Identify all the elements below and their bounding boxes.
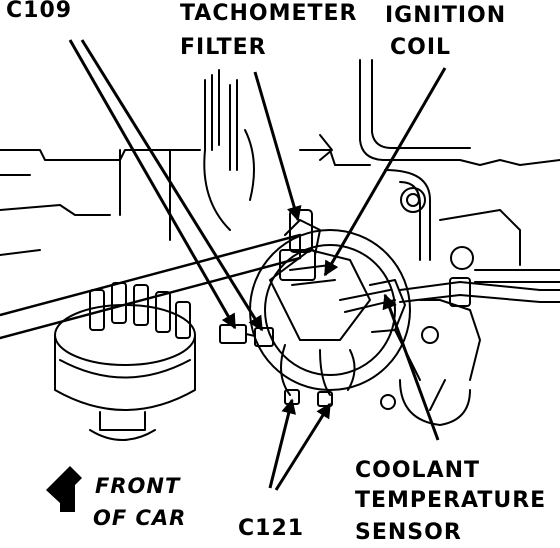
- label-ignition-line1: IGNITION: [385, 3, 507, 28]
- arrow-ignition-coil: [323, 67, 447, 277]
- engine-line-art: [0, 59, 560, 441]
- label-ignition-line2: COIL: [390, 35, 452, 60]
- label-coolant-line3: SENSOR: [355, 520, 462, 545]
- label-tachometer-line2: FILTER: [180, 35, 267, 60]
- leader-arrows: [68, 39, 447, 491]
- label-c109: C109: [6, 0, 73, 23]
- label-front-line2: OF CAR: [93, 506, 187, 530]
- front-arrow-icon: [46, 466, 82, 512]
- arrow-c121-right: [274, 402, 332, 491]
- label-coolant-line2: TEMPERATURE: [355, 488, 547, 513]
- label-coolant-line1: COOLANT: [355, 458, 481, 483]
- arrow-coolant-sensor: [382, 293, 440, 441]
- arrow-tachometer-filter: [253, 71, 302, 222]
- arrow-c109-left: [68, 39, 237, 330]
- label-tachometer-line1: TACHOMETER: [180, 1, 358, 26]
- label-front-line1: FRONT: [95, 474, 181, 498]
- arrow-c121-left: [268, 398, 297, 489]
- label-c121: C121: [238, 516, 305, 541]
- arrow-c109-right: [80, 39, 264, 332]
